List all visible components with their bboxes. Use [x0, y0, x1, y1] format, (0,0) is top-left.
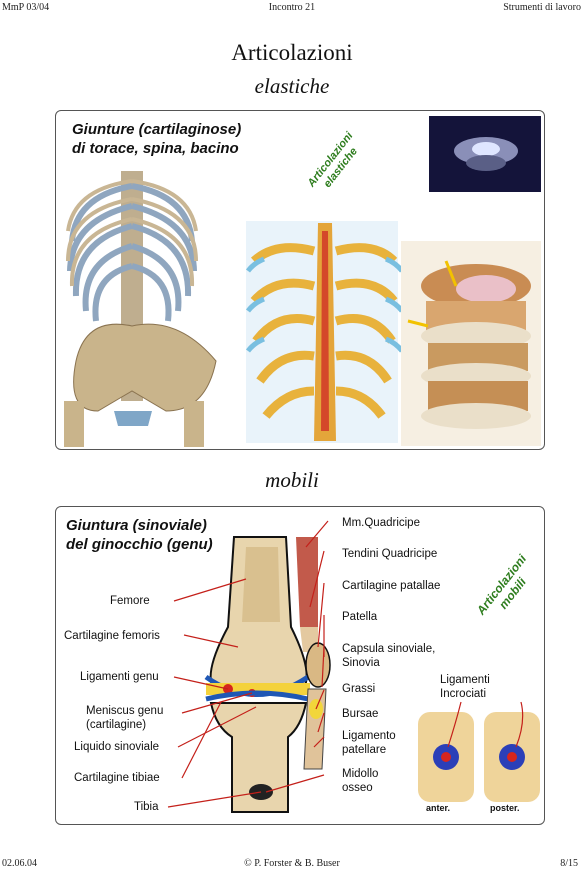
label-meniscus-genu: Meniscus genu: [86, 705, 164, 717]
label-ligamento: Ligamento: [342, 730, 396, 742]
label-liquido-sinoviale: Liquido sinoviale: [74, 741, 160, 753]
header-right: Strumenti di lavoro: [503, 2, 581, 13]
page-subtitle: elastiche: [254, 74, 330, 98]
label-capsula-sinoviale: Capsula sinoviale,: [342, 643, 436, 655]
label-ligamenti-genu: Ligamenti genu: [80, 671, 159, 683]
label-midollo: Midollo: [342, 768, 379, 780]
panel1-title-line1: Giunture (cartilaginose): [72, 121, 242, 138]
label-femore: Femore: [110, 595, 150, 607]
view-poster: poster.: [490, 803, 520, 813]
elastic-joints-illustration: [64, 116, 541, 447]
view-anter: anter.: [426, 803, 451, 813]
label-cartilagine-tibiae: Cartilagine tibiae: [74, 772, 160, 784]
label-sinovia: Sinovia: [342, 657, 380, 669]
label-ligamenti: Ligamenti: [440, 674, 490, 686]
elastic-joints-panel: Giunture (cartilaginose) di torace, spin…: [55, 110, 545, 450]
label-cartilagine-patallae: Cartilagine patallae: [342, 580, 441, 592]
label-osseo: osseo: [342, 782, 373, 794]
knee-illustration: [167, 520, 540, 813]
skeleton-drawing: [64, 171, 217, 447]
label-bursae: Bursae: [342, 708, 379, 720]
section-mobili: mobili: [265, 468, 319, 492]
panel2-title-line2: del ginocchio (genu): [66, 536, 213, 553]
spine-drawing: [401, 241, 541, 446]
panel1-title-line2: di torace, spina, bacino: [72, 140, 239, 157]
label-patellare: patellare: [342, 744, 387, 756]
label-meniscus-cartilagine: (cartilagine): [86, 719, 147, 731]
label-tibia: Tibia: [134, 801, 159, 813]
sternum-drawing: [246, 221, 404, 443]
footer-date: 02.06.04: [2, 858, 37, 869]
footer-page-number: 8/15: [560, 858, 578, 869]
label-grassi: Grassi: [342, 683, 376, 695]
label-tendini-quadricipe: Tendini Quadricipe: [342, 548, 438, 560]
page-title: Articolazioni: [231, 40, 353, 65]
label-cartilagine-femoris: Cartilagine femoris: [64, 630, 160, 642]
panel2-title-line1: Giuntura (sinoviale): [66, 517, 207, 534]
header-center: Incontro 21: [268, 2, 316, 13]
header-left: MmP 03/04: [2, 2, 50, 13]
label-mm-quadricipe: Mm.Quadricipe: [342, 517, 420, 529]
mobile-joints-panel: Giuntura (sinoviale) del ginocchio (genu…: [55, 506, 545, 825]
label-incrociati: Incrociati: [440, 688, 487, 700]
footer-copyright: © P. Forster & B. Buser: [244, 858, 340, 869]
label-patella: Patella: [342, 611, 378, 623]
